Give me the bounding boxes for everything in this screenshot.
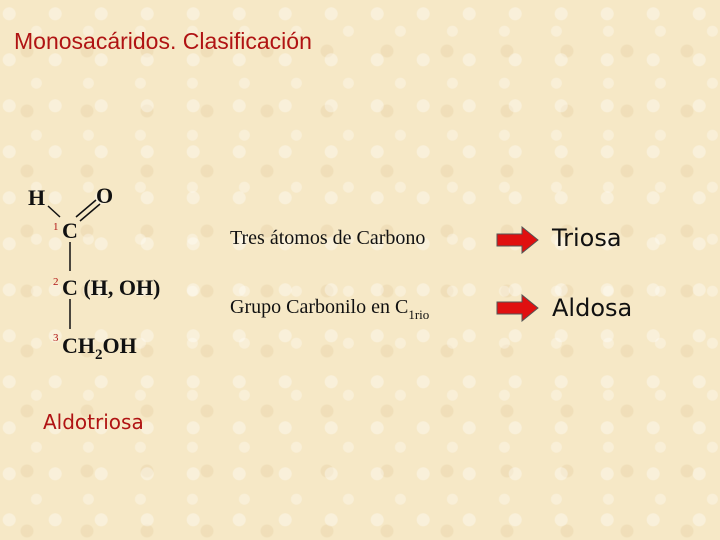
row-1-result: Triosa — [552, 224, 622, 252]
aldotriose-structure: H O 1 C 2 C (H, OH) 3 CH2OH — [28, 183, 160, 363]
row-1-description: Tres átomos de Carbono — [230, 227, 426, 249]
c3-number: 3 — [53, 332, 59, 344]
c2-label: C (H, OH) — [62, 275, 160, 300]
row-2-result: Aldosa — [552, 294, 633, 322]
row-2-description: Grupo Carbonilo en C1rio — [230, 296, 430, 322]
atom-h: H — [28, 185, 45, 210]
bond-c1-o-b — [79, 203, 101, 222]
c3-label: CH2OH — [62, 333, 137, 363]
slide-title: Monosacáridos. Clasificación — [14, 28, 312, 54]
arrow-right-icon — [496, 294, 539, 322]
atom-o: O — [96, 183, 113, 208]
c2-number: 2 — [53, 276, 59, 288]
bond-c1-o-a — [75, 199, 97, 218]
c1-label: C — [62, 218, 78, 243]
c1-number: 1 — [53, 221, 59, 233]
molecule-name: Aldotriosa — [43, 410, 144, 434]
arrow-right-icon — [496, 226, 539, 254]
bond-c1-h — [47, 205, 61, 218]
